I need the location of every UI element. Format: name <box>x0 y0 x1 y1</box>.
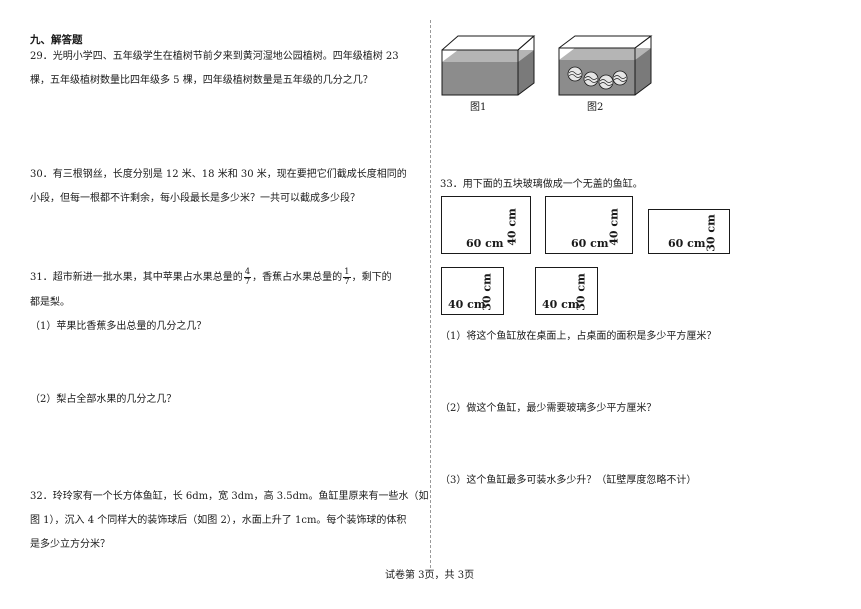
fraction-numerator: 4 <box>243 267 252 278</box>
panel-4-side-dim: 30 cm <box>480 273 494 311</box>
q31-sub1: （1）苹果比香蕉多出总量的几分之几？ <box>30 321 207 332</box>
tank-1-water-front <box>442 62 518 95</box>
q31-sub2: （2）梨占全部水果的几分之几？ <box>30 394 177 405</box>
q31-text-a: 31．超市新进一批水果，其中苹果占水果总量的 <box>30 272 243 283</box>
tank-figure-2 <box>558 35 653 96</box>
q29-line1: 29．光明小学四、五年级学生在植树节前夕来到黄河湿地公园植树。四年级植树 23 <box>30 51 399 62</box>
fraction-denominator: 7 <box>344 277 350 287</box>
tank-1-water-surface <box>442 50 534 62</box>
fraction-numerator: 1 <box>343 267 351 278</box>
panel-4-bottom-dim: 40 cm <box>448 298 486 311</box>
q32-line3: 是多少立方分米？ <box>30 539 110 550</box>
panel-1-bottom-dim: 60 cm <box>466 237 504 250</box>
q32-line2: 图 1），沉入 4 个同样大的装饰球后（如图 2），水面上升了 1cm。每个装饰… <box>30 515 407 526</box>
panel-3-side-dim: 30 cm <box>704 214 718 252</box>
q33-sub3: （3）这个鱼缸最多可装水多少升？（缸壁厚度忽略不计） <box>440 475 697 486</box>
glass-panel-3: 60 cm 30 cm <box>648 209 730 254</box>
panel-3-bottom-dim: 60 cm <box>668 237 706 250</box>
tank-2-water-side <box>635 48 651 95</box>
panel-5-bottom-dim: 40 cm <box>542 298 580 311</box>
panel-2-bottom-dim: 60 cm <box>571 237 609 250</box>
q31-text-c: ，剩下的 <box>351 272 392 283</box>
glass-panel-5: 40 cm 30 cm <box>535 267 598 315</box>
figure-2-caption: 图2 <box>587 102 604 113</box>
glass-panel-1: 60 cm 40 cm <box>441 196 531 254</box>
q32-line1: 32．玲玲家有一个长方体鱼缸，长 6dm，宽 3dm，高 3.5dm。鱼缸里原来… <box>30 491 429 502</box>
page-footer: 试卷第 3页，共 3页 <box>385 570 475 581</box>
q31-text-b: ，香蕉占水果总量的 <box>252 272 343 283</box>
tank-1-outline <box>441 35 536 96</box>
q33-sub1: （1）将这个鱼缸放在桌面上，占桌面的面积是多少平方厘米？ <box>440 331 717 342</box>
q29-line2: 棵，五年级植树数量比四年级多 5 棵，四年级植树数量是五年级的几分之几？ <box>30 75 373 86</box>
tank-figure-1 <box>441 35 536 96</box>
q33-sub2: （2）做这个鱼缸，最少需要玻璃多少平方厘米？ <box>440 403 657 414</box>
tank-1-water-side <box>518 50 534 95</box>
panel-2-side-dim: 40 cm <box>607 208 621 246</box>
ball-patterns <box>568 71 627 86</box>
q30-line2: 小段，但每一根都不许剩余，每小段最长是多少米？一共可以截成多少段？ <box>30 193 360 204</box>
q33-intro: 33．用下面的五块玻璃做成一个无盖的鱼缸。 <box>440 179 643 190</box>
column-divider <box>430 20 431 568</box>
panel-1-side-dim: 40 cm <box>505 208 519 246</box>
q30-line1: 30．有三根钢丝，长度分别是 12 米、18 米和 30 米，现在要把它们截成长… <box>30 169 407 180</box>
panel-5-side-dim: 30 cm <box>574 273 588 311</box>
glass-panel-4: 40 cm 30 cm <box>441 267 504 315</box>
tank-2-water-surface <box>559 48 651 60</box>
section-title: 九、解答题 <box>30 34 83 46</box>
fraction-denominator: 7 <box>244 277 251 287</box>
figure-1-caption: 图1 <box>470 102 487 113</box>
tank-2-outline <box>558 35 653 96</box>
q31-line2: 都是梨。 <box>30 297 70 308</box>
glass-panel-2: 60 cm 40 cm <box>545 196 633 254</box>
